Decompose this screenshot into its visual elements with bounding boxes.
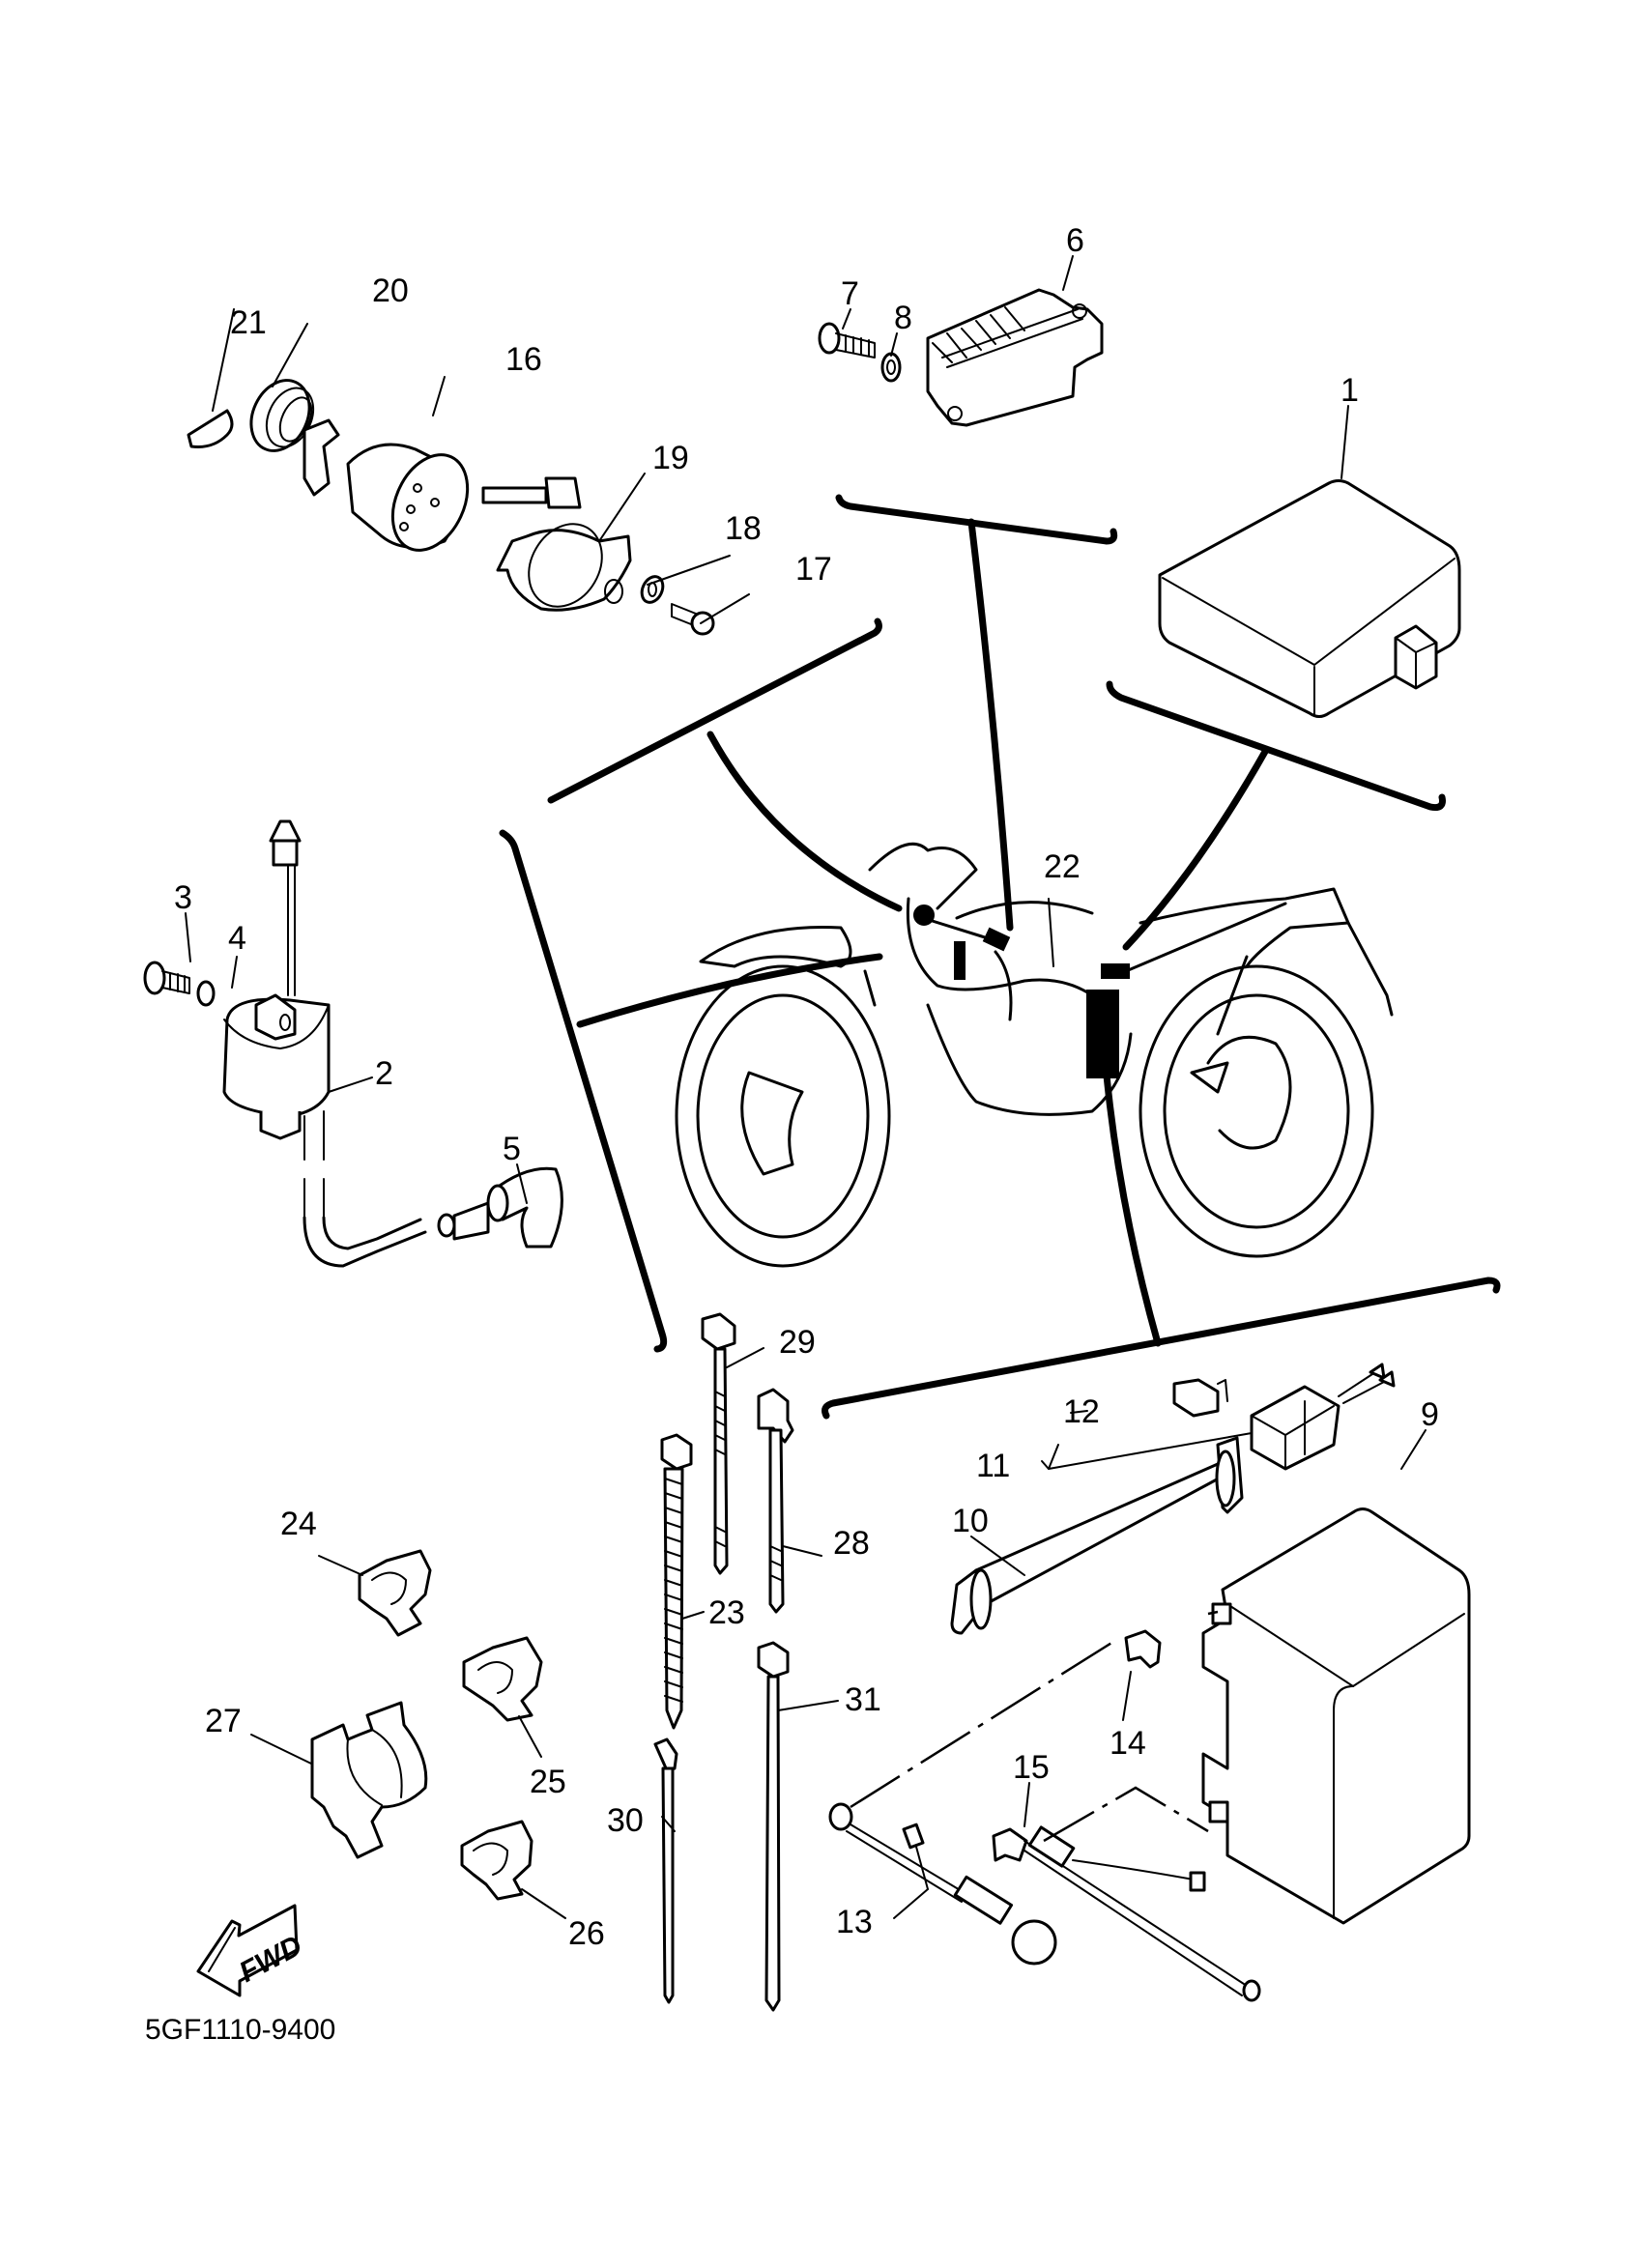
callout-10[interactable]: 10 (952, 1503, 989, 1539)
part-4-washer[interactable] (196, 980, 216, 1007)
part-12-fuse[interactable] (1172, 1378, 1228, 1418)
part-8-washer[interactable] (880, 352, 902, 383)
callout-18[interactable]: 18 (725, 510, 762, 547)
callout-9[interactable]: 9 (1421, 1396, 1439, 1433)
part-23-cable-tie[interactable] (660, 1433, 693, 1730)
part-15-terminal-cover[interactable] (992, 1825, 1261, 2002)
callout-23[interactable]: 23 (708, 1594, 745, 1631)
part-21-cap[interactable] (187, 409, 234, 448)
part-1-control-unit[interactable] (1158, 479, 1461, 718)
part-14-terminal-cover[interactable] (1124, 1629, 1162, 1669)
callout-17[interactable]: 17 (795, 551, 832, 588)
part-24-clamp[interactable] (358, 1549, 432, 1637)
part-29-cable-tie[interactable] (701, 1312, 736, 1575)
callout-16[interactable]: 16 (505, 341, 542, 378)
part-31-cable-tie[interactable] (757, 1641, 790, 2012)
callout-22[interactable]: 22 (1044, 848, 1081, 885)
part-30-cable-tie[interactable] (653, 1737, 678, 2004)
callout-21[interactable]: 21 (230, 304, 267, 341)
callout-5[interactable]: 5 (503, 1131, 521, 1167)
part-9-battery[interactable] (1201, 1507, 1471, 1925)
part-3-bolt[interactable] (143, 961, 190, 995)
callout-27[interactable]: 27 (205, 1703, 242, 1739)
assembly-lines (850, 1610, 1219, 1843)
callout-24[interactable]: 24 (280, 1506, 317, 1542)
callout-labels: 1 2 3 4 5 6 7 8 9 10 11 12 13 14 15 16 1… (174, 222, 1439, 1952)
callout-25[interactable]: 25 (530, 1764, 566, 1800)
part-25-clamp[interactable] (462, 1636, 543, 1722)
part-5-spark-plug-cap[interactable] (437, 1166, 563, 1249)
callout-3[interactable]: 3 (174, 879, 192, 916)
part-28-band[interactable] (757, 1388, 794, 1614)
callout-20[interactable]: 20 (372, 273, 409, 309)
part-27-clamp[interactable] (310, 1701, 428, 1859)
callout-30[interactable]: 30 (607, 1802, 644, 1839)
callout-8[interactable]: 8 (894, 300, 912, 336)
part-19-main-switch-cover[interactable] (496, 511, 632, 620)
part-16-main-switch[interactable] (303, 418, 582, 562)
callout-19[interactable]: 19 (652, 440, 689, 476)
callout-1[interactable]: 1 (1340, 372, 1359, 409)
callout-13[interactable]: 13 (836, 1904, 873, 1940)
callout-31[interactable]: 31 (845, 1681, 881, 1718)
part-20-grommet[interactable] (241, 371, 323, 461)
leader-lines (185, 255, 1427, 1919)
motorcycle-outline (675, 842, 1394, 1268)
callout-2[interactable]: 2 (375, 1055, 393, 1092)
callout-11[interactable]: 11 (976, 1448, 1010, 1484)
callout-12[interactable]: 12 (1063, 1393, 1100, 1430)
forward-direction-arrow: FWD (196, 1904, 307, 1997)
callout-29[interactable]: 29 (779, 1324, 816, 1361)
part-18-washer[interactable] (638, 573, 667, 606)
callout-14[interactable]: 14 (1110, 1725, 1146, 1762)
callout-4[interactable]: 4 (228, 920, 246, 957)
callout-15[interactable]: 15 (1013, 1749, 1050, 1786)
callout-7[interactable]: 7 (841, 275, 859, 312)
part-7-bolt[interactable] (818, 322, 876, 359)
part-13-battery-negative-lead[interactable] (828, 1802, 1057, 1966)
part-2-ignition-coil[interactable] (222, 819, 427, 1268)
callout-6[interactable]: 6 (1066, 222, 1084, 259)
part-26-clamp[interactable] (460, 1820, 533, 1901)
part-11-starter-relay[interactable] (1250, 1363, 1396, 1471)
callout-26[interactable]: 26 (568, 1915, 605, 1952)
part-6-rectifier-regulator[interactable] (926, 288, 1104, 427)
callout-28[interactable]: 28 (833, 1525, 870, 1562)
diagram-code: 5GF1110-9400 (145, 2014, 335, 2046)
part-10-battery-band[interactable] (950, 1436, 1244, 1635)
